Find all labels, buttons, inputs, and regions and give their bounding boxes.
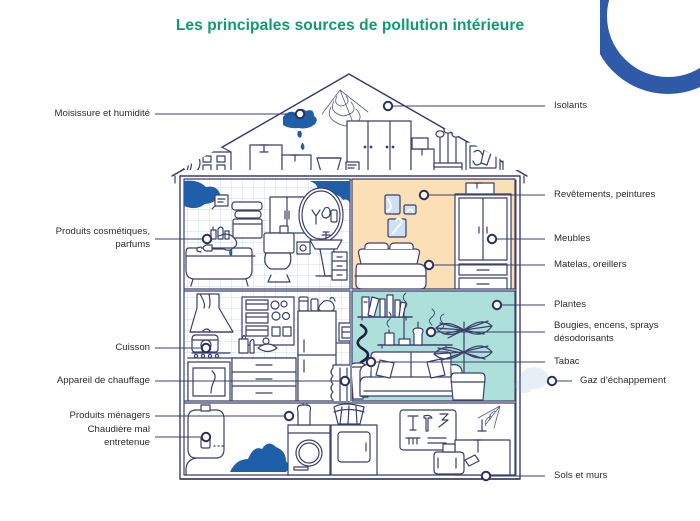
marker-cosmetiques: [201, 233, 213, 245]
dryer: [330, 424, 378, 476]
washing-machine: [287, 403, 331, 476]
bed: [354, 242, 427, 289]
marker-isolants: [382, 100, 394, 112]
labelled-box: [345, 161, 360, 170]
storage-boxes: [433, 439, 511, 476]
framed-pictures: [465, 141, 501, 170]
marker-plantes: [491, 299, 503, 311]
bookshelf: [357, 294, 413, 321]
callout-markers: [200, 100, 558, 482]
marker-tabac: [365, 356, 377, 368]
bathtub: [185, 233, 256, 287]
marker-sols: [480, 470, 492, 482]
wall-pictures: [384, 194, 417, 238]
bucket: [316, 157, 342, 170]
dollhouse: [197, 142, 232, 170]
toilet-paper: [296, 241, 311, 255]
callout-label-meubles: Meubles: [554, 233, 591, 244]
callout-label-cosmetiques: Produits cosmétiques, parfums: [55, 226, 150, 250]
candle-shelf: [377, 292, 453, 349]
bedroom-room: [354, 182, 512, 289]
round-basket: [181, 152, 201, 170]
cobweb-basement: [477, 405, 501, 429]
kitchen-drawers: [231, 357, 297, 401]
marker-matelas: [423, 259, 435, 271]
towel-stack: [231, 201, 263, 239]
tool-board: [399, 409, 457, 451]
livingroom-room: [352, 292, 493, 401]
oval-mirror: [298, 187, 344, 243]
callout-label-gaz: Gaz d’échappement: [580, 375, 666, 386]
cardboard-boxes-left: [249, 144, 312, 170]
callout-label-cuisson: Cuisson: [115, 342, 150, 353]
callout-label-sols: Sols et murs: [554, 470, 608, 481]
cardboard-boxes-right: [502, 155, 520, 170]
callout-label-revetements: Revêtements, peintures: [554, 189, 656, 200]
callout-label-matelas: Matelas, oreillers: [554, 259, 627, 270]
page-title: Les principales sources de pollution int…: [175, 17, 525, 34]
marker-moisissure: [294, 108, 306, 120]
counter-utensils: [238, 334, 278, 354]
marker-meubles: [486, 233, 498, 245]
water-stain-basement: [230, 443, 289, 472]
marker-bougies: [425, 326, 437, 338]
callout-label-isolants: Isolants: [554, 100, 588, 111]
mold-patch-left: [184, 180, 220, 209]
marker-cuisson: [200, 342, 212, 354]
bathroom-room: [184, 180, 350, 287]
callout-leaders: [155, 105, 572, 477]
potted-plant: [433, 320, 493, 401]
rolled-rugs: [433, 126, 463, 170]
callout-label-bougies: Bougies, encens, sprays désodorisants: [554, 320, 659, 344]
coffee-machine: [336, 322, 350, 344]
marker-chauffage: [339, 375, 351, 387]
callout-label-menagers: Produits ménagers: [69, 410, 150, 421]
basement-room: [185, 403, 511, 476]
drawer-unit: [331, 251, 348, 281]
jars-kettle: [298, 296, 336, 312]
callout-label-tabac: Tabac: [554, 356, 580, 367]
callout-label-moisissure: Moisissure et humidité: [54, 108, 150, 119]
callout-label-chaudiere: Chaudière mal entretenue: [87, 424, 150, 448]
laundry-basket: [333, 403, 365, 425]
kitchen-shelves: [241, 296, 295, 346]
bedroom-wardrobe: [454, 182, 512, 289]
toilet: [263, 225, 295, 283]
marker-menagers: [283, 410, 295, 422]
marker-revetements: [418, 189, 430, 201]
attic-room: [181, 89, 520, 170]
exhaust-gas-puff: [515, 367, 548, 393]
refrigerator: [297, 310, 337, 401]
callout-label-plantes: Plantes: [554, 299, 586, 310]
marker-chaudiere: [200, 431, 212, 443]
callout-label-chauffage: Appareil de chauffage: [56, 375, 150, 386]
marker-gaz: [546, 375, 558, 387]
cardboard-boxes-mid: [410, 137, 435, 170]
